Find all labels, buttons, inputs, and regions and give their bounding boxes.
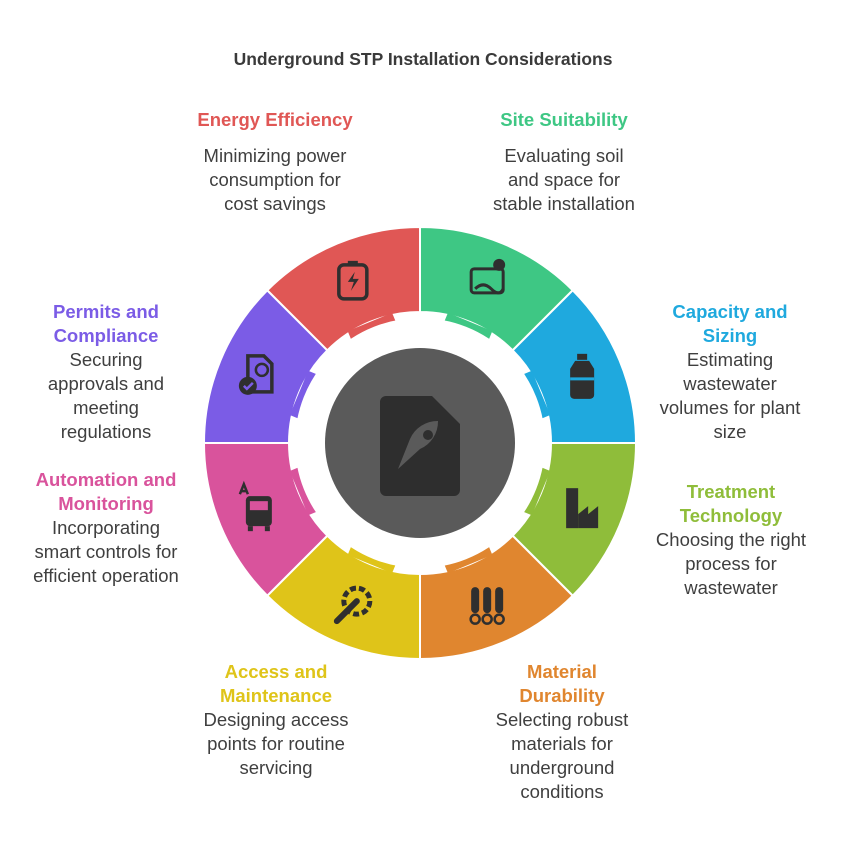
label-title-site: Site Suitability [500,109,628,130]
factory-icon [566,488,599,529]
diagram-title: Underground STP Installation Considerati… [233,49,613,69]
site-plan-icon [469,258,506,295]
document-clock-icon [238,354,274,395]
pipes-icon [469,587,505,625]
battery-cycle-icon [337,260,369,301]
document-rocket-icon [380,396,460,496]
label-title-energy: Energy Efficiency [197,109,353,130]
wrench-gear-icon [333,585,373,625]
autonomous-bus-icon [238,480,272,532]
water-bottle-icon [570,353,595,399]
